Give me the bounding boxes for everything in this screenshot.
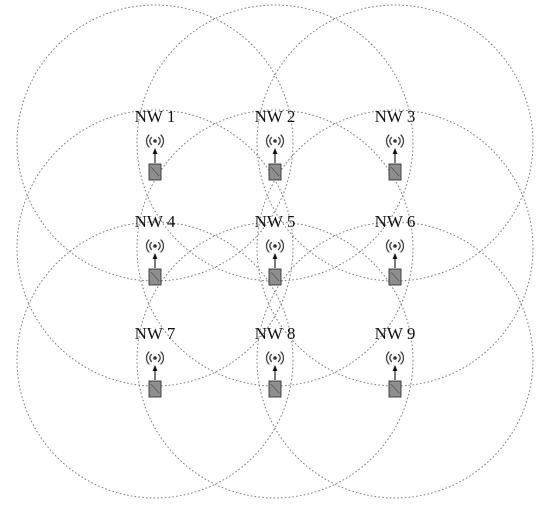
wireless-antenna-icon	[385, 351, 405, 365]
wireless-antenna-icon	[265, 134, 285, 148]
network-node: NW 7	[135, 324, 176, 398]
network-node: NW 4	[135, 212, 176, 286]
network-node: NW 1	[135, 107, 176, 181]
network-label: NW 9	[375, 324, 416, 343]
wireless-antenna-icon	[385, 134, 405, 148]
wireless-antenna-icon	[385, 239, 405, 253]
network-label: NW 5	[255, 212, 296, 231]
coverage-circle	[136, 4, 414, 282]
network-node: NW 6	[375, 212, 416, 286]
uplink-arrow	[392, 148, 398, 163]
wireless-antenna-icon	[145, 351, 165, 365]
coverage-circle	[256, 221, 534, 499]
uplink-arrow	[392, 365, 398, 380]
uplink-arrow	[272, 365, 278, 380]
uplink-arrow	[392, 253, 398, 268]
device-icon	[148, 268, 162, 286]
device-icon	[268, 268, 282, 286]
wireless-antenna-icon	[265, 351, 285, 365]
network-node: NW 8	[255, 324, 296, 398]
coverage-circle	[16, 4, 294, 282]
coverage-circle	[256, 4, 534, 282]
network-node: NW 2	[255, 107, 296, 181]
network-label: NW 7	[135, 324, 176, 343]
device-icon	[388, 380, 402, 398]
network-nodes: NW 1 NW 2 NW 3 NW 4 NW 5 NW 6 NW 7 NW 8 NW 9	[135, 107, 416, 398]
uplink-arrow	[272, 253, 278, 268]
network-label: NW 4	[135, 212, 176, 231]
device-icon	[388, 268, 402, 286]
uplink-arrow	[272, 148, 278, 163]
uplink-arrow	[152, 148, 158, 163]
network-node: NW 9	[375, 324, 416, 398]
network-label: NW 6	[375, 212, 416, 231]
uplink-arrow	[152, 365, 158, 380]
network-label: NW 8	[255, 324, 296, 343]
network-label: NW 3	[375, 107, 416, 126]
coverage-circles	[16, 4, 534, 499]
wireless-antenna-icon	[145, 134, 165, 148]
device-icon	[148, 380, 162, 398]
network-label: NW 2	[255, 107, 296, 126]
device-icon	[268, 163, 282, 181]
device-icon	[268, 380, 282, 398]
wireless-antenna-icon	[265, 239, 285, 253]
network-node: NW 3	[375, 107, 416, 181]
device-icon	[148, 163, 162, 181]
coverage-circle	[16, 221, 294, 499]
network-node: NW 5	[255, 212, 296, 286]
network-label: NW 1	[135, 107, 176, 126]
coverage-circle	[136, 221, 414, 499]
wireless-antenna-icon	[145, 239, 165, 253]
uplink-arrow	[152, 253, 158, 268]
device-icon	[388, 163, 402, 181]
